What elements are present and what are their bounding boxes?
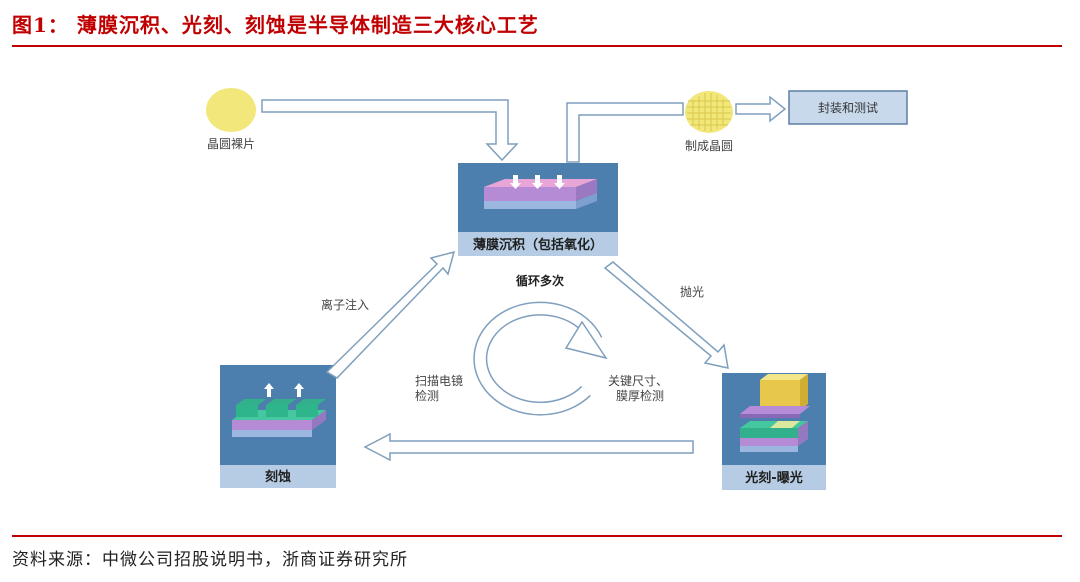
package-test-label: 封装和测试 [818,100,878,115]
source-rule [12,535,1062,537]
wafer-raw-label: 晶圆裸片 [207,136,255,151]
arrow-wafer-to-deposition [261,99,519,162]
source-note: 资料来源：中微公司招股说明书，浙商证券研究所 [12,550,408,570]
lithography-label: 光刻-曝光 [744,470,802,486]
arrow-lithography-to-etching [363,432,694,462]
ion-implant-label: 离子注入 [321,297,369,312]
wafer-raw-icon [206,88,256,132]
sem-inspect-label-2: 检测 [415,388,439,403]
package-test-box [788,90,908,125]
lithography-panel [722,373,826,490]
cycle-icon [473,301,608,416]
cycle-label: 循环多次 [516,273,564,288]
deposition-down-arrows-icon [510,175,565,189]
cd-inspect-label-1: 关键尺寸、 [608,374,668,388]
polish-label: 抛光 [680,284,704,299]
title-rule [12,45,1062,47]
sem-inspect-label-1: 扫描电镜 [415,373,463,388]
deposition-panel [458,163,618,256]
cd-inspect-label-2: 膜厚检测 [616,388,664,403]
arrow-deposition-to-wafer [566,102,684,163]
arrow-etching-to-deposition [325,250,456,379]
etching-label: 刻蚀 [265,469,291,485]
figure-title: 图1： 薄膜沉积、光刻、刻蚀是半导体制造三大核心工艺 [12,13,539,37]
wafer-finished-icon [685,91,733,133]
arrow-wafer-to-package [735,95,787,123]
wafer-finished-label: 制成晶圆 [685,139,733,153]
etching-panel [220,365,336,488]
etching-up-arrows-icon [264,383,304,397]
arrow-deposition-to-lithography [603,261,729,369]
deposition-label: 薄膜沉积（包括氧化） [473,237,603,253]
